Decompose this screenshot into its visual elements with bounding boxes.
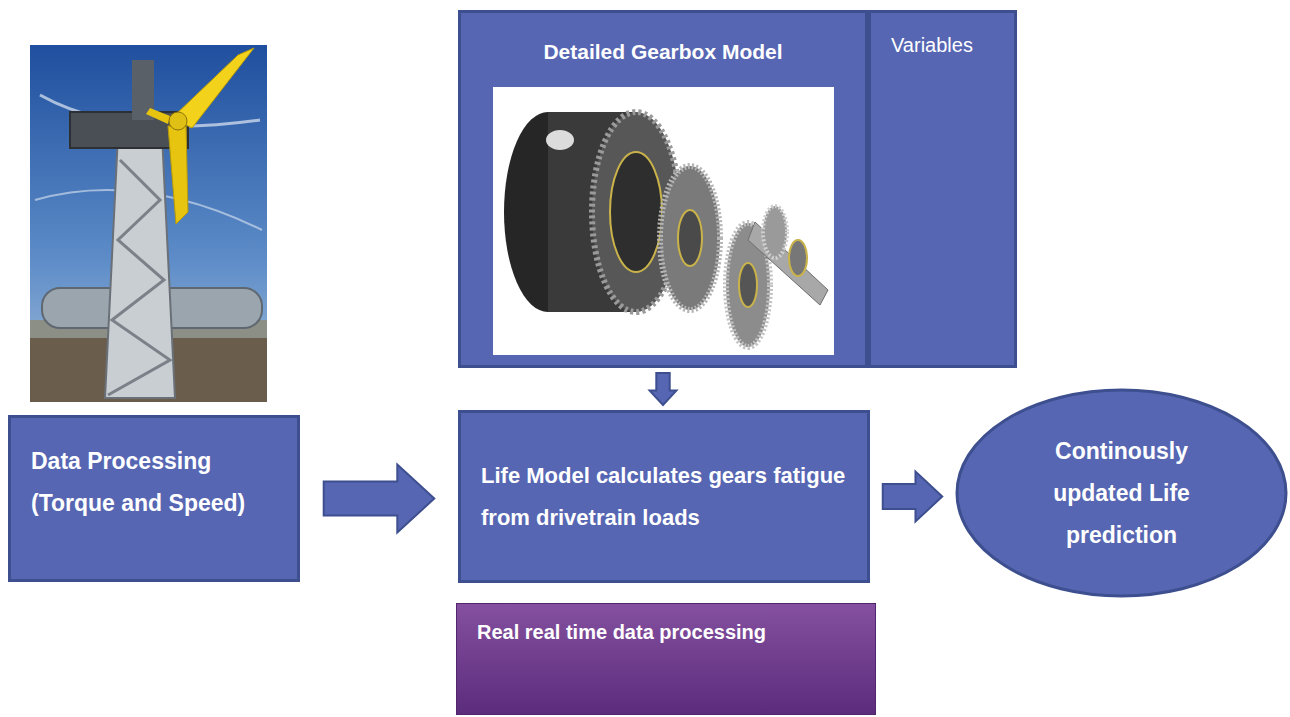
shaft	[748, 222, 828, 305]
node-label: Life Model calculates gears fatigue from…	[481, 455, 847, 539]
bearing	[610, 152, 662, 272]
mast	[132, 60, 154, 120]
planet-gear	[660, 166, 720, 310]
node-label: Continously updated Life prediction	[1014, 430, 1229, 556]
tower	[105, 135, 175, 398]
block-arrow	[650, 373, 677, 405]
process-box: Data Processing (Torque and Speed)	[8, 415, 300, 582]
bearing	[789, 240, 807, 276]
variables-box: Variables	[868, 10, 1017, 368]
turbine-photo	[30, 45, 267, 402]
contrail	[40, 95, 260, 126]
housing-back	[504, 112, 592, 312]
blade	[168, 126, 188, 224]
block-arrow	[883, 472, 943, 522]
housing	[548, 112, 636, 312]
variable-heading: Variables	[891, 33, 994, 58]
ring-gear	[592, 112, 680, 312]
gearbox-picture	[493, 87, 834, 355]
ellipse-shape	[957, 390, 1286, 596]
model-box: Detailed Gearbox Model	[458, 10, 868, 368]
contrail	[35, 190, 262, 230]
block-arrow	[324, 465, 435, 533]
spur-gear	[726, 223, 770, 347]
lattice	[108, 160, 170, 395]
node-label: Data Processing (Torque and Speed)	[31, 440, 277, 524]
picture-ground	[493, 87, 834, 355]
node-label: Detailed Gearbox Model	[543, 39, 782, 65]
result-ellipse: Continously updated Life prediction	[955, 388, 1288, 598]
bearing	[678, 210, 702, 266]
ground	[30, 335, 267, 402]
sky	[30, 45, 267, 402]
banner-box: Real real time data processing	[456, 603, 876, 715]
process-box: Life Model calculates gears fatigue from…	[458, 410, 870, 583]
bearing	[739, 263, 757, 307]
pinion	[763, 206, 787, 258]
hub	[169, 112, 187, 130]
bore	[546, 130, 574, 150]
quay	[30, 320, 267, 338]
node-label: Real real time data processing	[477, 620, 855, 645]
blade	[146, 108, 170, 124]
nacelle-frame	[70, 112, 188, 148]
blade	[172, 48, 254, 128]
support-pipe	[42, 288, 262, 328]
